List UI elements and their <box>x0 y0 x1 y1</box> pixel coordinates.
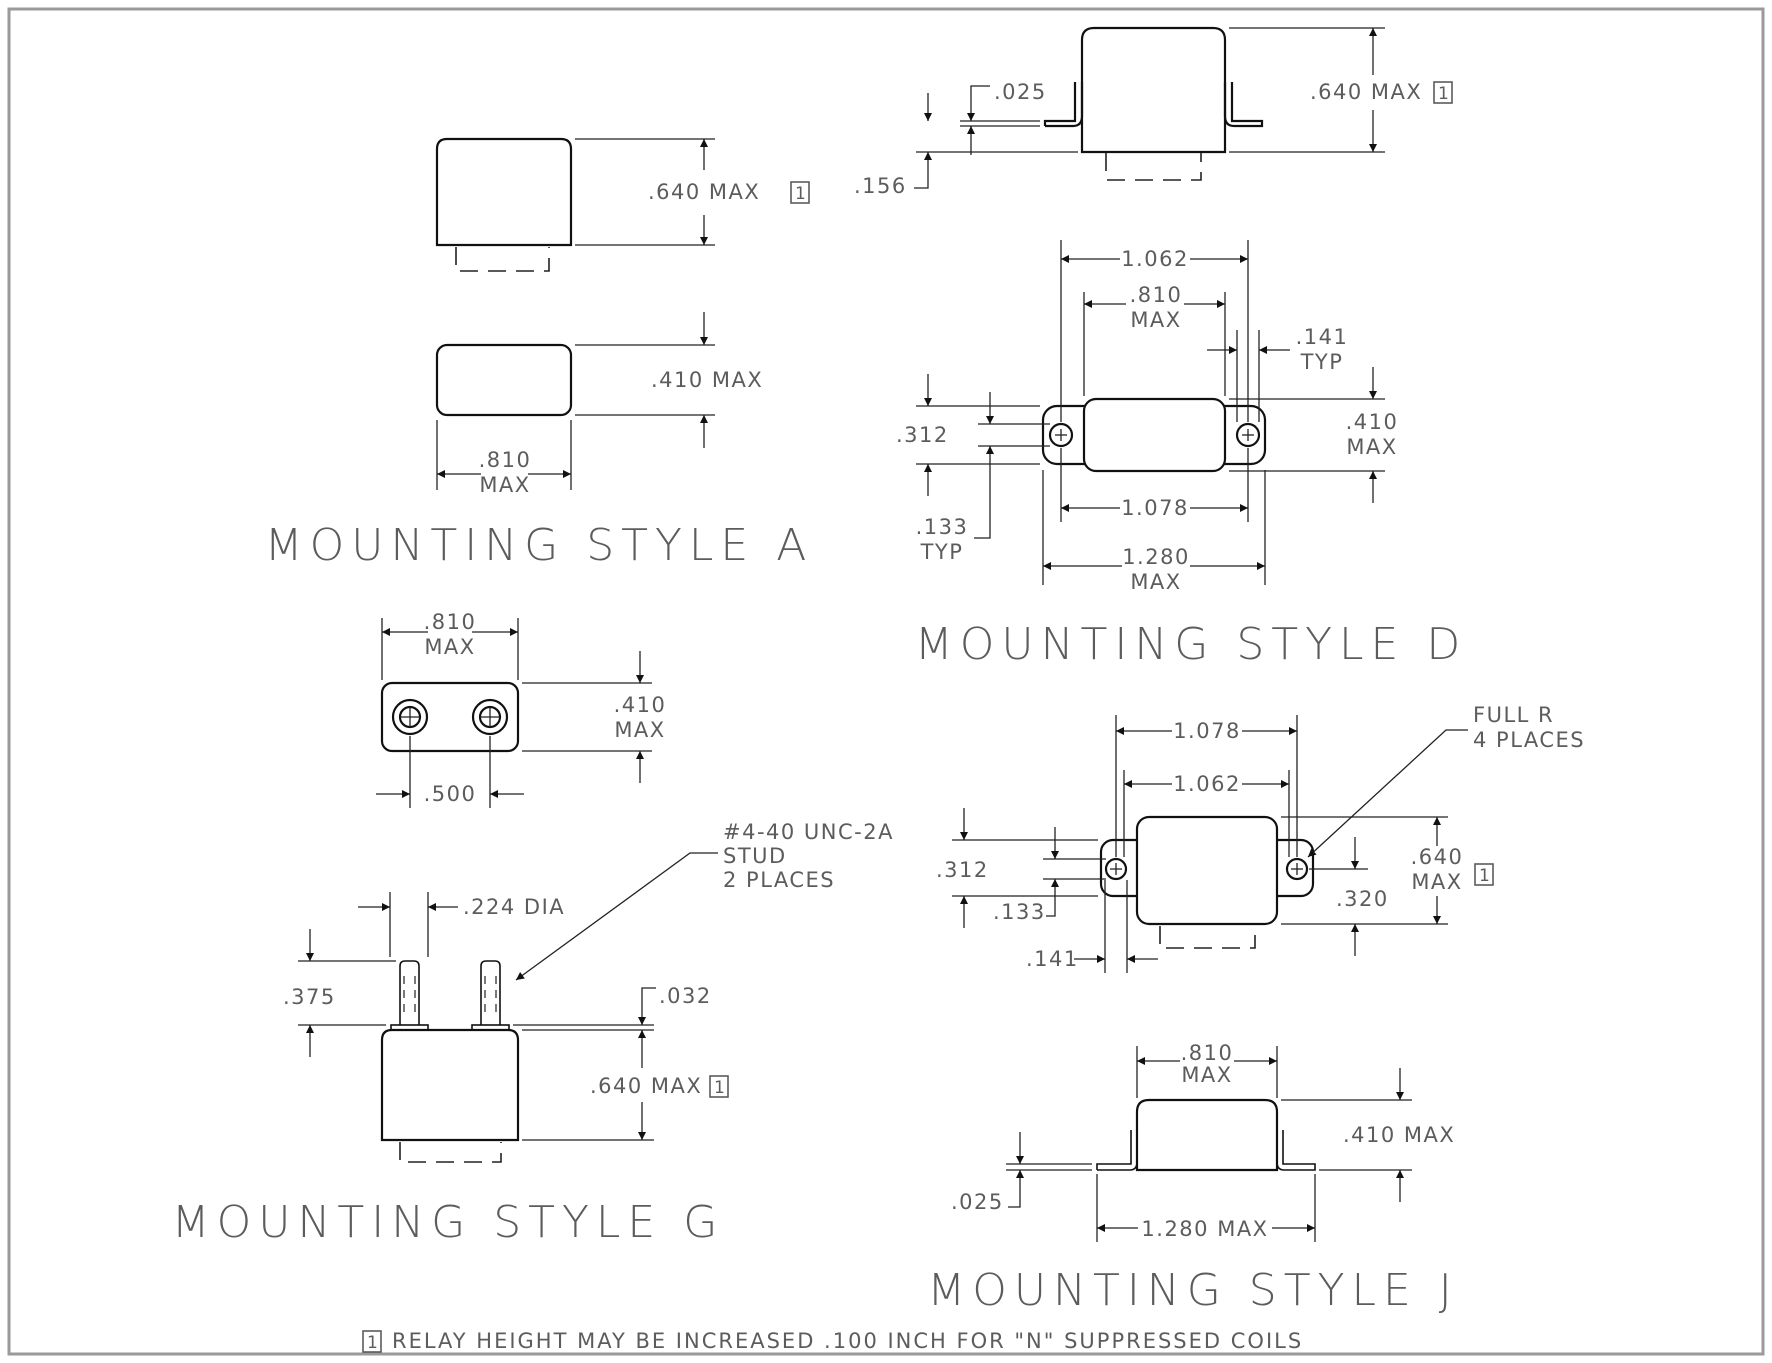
style-j-body-value: .810 <box>1181 1041 1234 1065</box>
footnote: 1 RELAY HEIGHT MAY BE INCREASED .100 INC… <box>362 1329 1303 1353</box>
footnote-flag: 1 <box>362 1330 382 1353</box>
style-d-standoff-label: .156 <box>854 174 907 198</box>
style-g-width-value: .810 <box>424 610 477 634</box>
style-g-flag: 1 <box>709 1075 729 1098</box>
style-d-span-1062: 1.062 <box>1121 247 1189 271</box>
style-j-side-body <box>1135 1098 1279 1172</box>
style-d-overall-value: 1.280 <box>1122 545 1190 569</box>
style-d-slot-tol: TYP <box>1300 350 1344 374</box>
style-d-hole-tol: TYP <box>920 540 964 564</box>
style-g-title: MOUNTING STYLE G <box>172 1197 725 1248</box>
style-g-top-body <box>380 681 520 753</box>
style-g-stud-note-2: STUD <box>723 844 787 868</box>
style-g-stud-len: .375 <box>283 985 336 1009</box>
style-g-depth-tol: MAX <box>614 718 665 742</box>
style-a-flag: 1 <box>790 181 810 204</box>
style-g-depth-value: .410 <box>614 693 667 717</box>
style-j-overall-label: 1.280 MAX <box>1141 1217 1268 1241</box>
svg-text:1: 1 <box>1479 866 1490 886</box>
style-g-stud-note-3: 2 PLACES <box>723 868 835 892</box>
svg-text:1: 1 <box>714 1078 725 1098</box>
style-j-span-1062: 1.062 <box>1173 772 1241 796</box>
style-d-hole-value: .133 <box>916 515 969 539</box>
style-g-stud-dia: .224 DIA <box>463 895 565 919</box>
style-d-side-body <box>1080 26 1227 154</box>
style-d-flag: 1 <box>1433 81 1453 104</box>
style-d-body-tol: MAX <box>1130 308 1181 332</box>
style-g-base-label: .032 <box>659 984 712 1008</box>
style-d-span-1078: 1.078 <box>1121 496 1189 520</box>
style-j-group: 1.078 1.062 FULL R 4 PLACES .312 .133 .1… <box>927 703 1585 1316</box>
style-d-flange-label: .025 <box>994 80 1047 104</box>
style-j-height-tol: MAX <box>1411 870 1462 894</box>
svg-text:1: 1 <box>367 1333 378 1353</box>
style-d-title: MOUNTING STYLE D <box>915 619 1467 670</box>
style-g-stud-note-1: #4-40 UNC-2A <box>723 820 894 844</box>
style-d-top-body <box>1082 397 1227 473</box>
svg-text:1: 1 <box>795 184 806 204</box>
style-d-group: .640 MAX 1 .025 .156 1.062 <box>854 26 1467 670</box>
style-j-height-value: .640 <box>1411 845 1464 869</box>
style-j-title: MOUNTING STYLE J <box>927 1265 1459 1316</box>
style-g-group: .810 MAX .410 MAX .500 .224 DIA .37 <box>172 610 894 1248</box>
style-j-flag: 1 <box>1474 863 1494 886</box>
footnote-text: RELAY HEIGHT MAY BE INCREASED .100 INCH … <box>392 1329 1303 1353</box>
style-j-radius-note-2: 4 PLACES <box>1473 728 1585 752</box>
style-a-group: .640 MAX 1 .410 MAX .810 MAX MOUNTING ST… <box>265 137 814 571</box>
style-d-depth-tol: MAX <box>1346 435 1397 459</box>
style-a-hidden-base <box>455 247 550 272</box>
style-a-top-body <box>435 343 573 417</box>
style-j-span-1078: 1.078 <box>1173 719 1241 743</box>
style-a-depth-label: .410 MAX <box>651 368 763 392</box>
style-a-width-tol: MAX <box>479 473 530 497</box>
svg-text:1: 1 <box>1438 84 1449 104</box>
style-j-width-312: .312 <box>936 858 989 882</box>
style-d-depth-value: .410 <box>1346 410 1399 434</box>
style-j-body-tol: MAX <box>1181 1063 1232 1087</box>
style-j-slot-label: .141 <box>1026 947 1079 971</box>
style-a-side-body <box>435 137 573 247</box>
style-d-body-value: .810 <box>1130 283 1183 307</box>
style-j-depth-label: .410 MAX <box>1343 1123 1455 1147</box>
style-j-flange-label: .025 <box>951 1190 1004 1214</box>
style-g-stud-spacing: .500 <box>424 782 477 806</box>
style-j-hole-height: .320 <box>1336 887 1389 911</box>
style-d-height-label: .640 MAX <box>1310 80 1422 104</box>
style-d-slot-value: .141 <box>1296 325 1349 349</box>
style-a-title: MOUNTING STYLE A <box>265 520 814 571</box>
style-j-hole-label: .133 <box>993 900 1046 924</box>
sheet-border <box>7 7 1765 1356</box>
style-g-width-tol: MAX <box>424 635 475 659</box>
style-j-front-body <box>1135 815 1279 926</box>
style-g-side-body <box>380 1028 520 1142</box>
style-a-width-value: .810 <box>479 448 532 472</box>
style-d-width-312: .312 <box>896 423 949 447</box>
style-d-overall-tol: MAX <box>1130 570 1181 594</box>
style-j-radius-note-1: FULL R <box>1473 703 1554 727</box>
style-g-height-label: .640 MAX <box>590 1074 702 1098</box>
style-a-height-label: .640 MAX <box>648 180 760 204</box>
